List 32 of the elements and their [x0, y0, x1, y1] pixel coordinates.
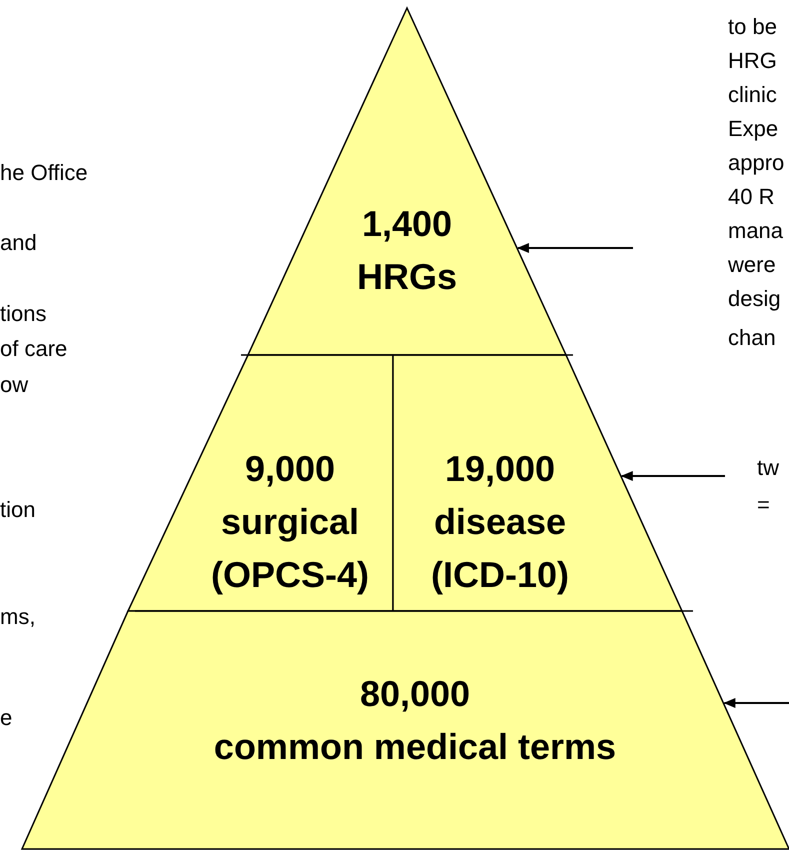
text-fragment: to be [728, 14, 777, 40]
count-text: 80,000 [358, 672, 472, 716]
text-fragment: clinic [728, 82, 777, 108]
tier-label: common medical terms [212, 725, 618, 769]
text-fragment: tw [757, 455, 779, 481]
text-fragment: of care [0, 336, 68, 362]
text-fragment: were [728, 252, 776, 278]
count-text: 19,000 [444, 447, 556, 491]
text-fragment: desig [728, 286, 781, 312]
text-fragment: appro [728, 150, 784, 176]
count-text: 9,000 [244, 447, 336, 491]
text-fragment: 40 R [728, 184, 774, 210]
text-fragment: tions [0, 301, 46, 327]
arrow [620, 471, 725, 481]
text-fragment: and [0, 230, 37, 256]
text-fragment: tion [0, 497, 36, 523]
tier-label: HRGs [356, 255, 458, 299]
text-fragment: ow [0, 372, 28, 398]
arrow [516, 243, 633, 253]
text-fragment: chan [728, 325, 776, 351]
tier-label: disease (ICD-10) [430, 500, 570, 597]
text-fragment: mana [728, 218, 784, 244]
pyramid-tier [248, 8, 566, 355]
text-fragment: HRG [728, 48, 777, 74]
count-text: 1,400 [360, 202, 454, 246]
text-fragment: e [0, 705, 12, 731]
text-fragment: ms, [0, 604, 36, 630]
text-fragment: Expe [728, 116, 778, 142]
tier-label: surgical (OPCS-4) [210, 500, 370, 597]
arrow [723, 698, 789, 708]
text-fragment: he Office [0, 160, 88, 186]
text-fragment: = [757, 492, 770, 518]
